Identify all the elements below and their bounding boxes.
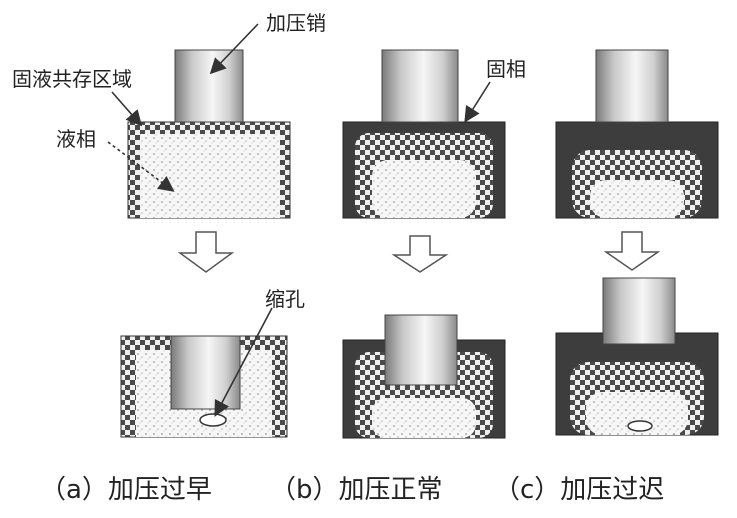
mushy-leader (111, 91, 143, 127)
panel-c-before (555, 49, 719, 219)
panel-c-after (555, 277, 719, 436)
pressure-pin (381, 49, 459, 123)
mushy-zone-label: 固液共存区域 (12, 67, 132, 91)
liquid-region (140, 134, 280, 218)
liquid-region (586, 392, 688, 435)
liquid-region (590, 180, 684, 218)
process-arrows (177, 231, 661, 273)
caption-b: （b）加压正常 (270, 475, 443, 505)
solid-label: 固相 (486, 57, 526, 81)
pressure-pin (602, 277, 676, 345)
down-arrow-icon (603, 231, 661, 271)
liquid-region (372, 398, 476, 438)
solid-leader (464, 81, 491, 123)
pin-label: 加压销 (266, 11, 326, 35)
pressure-pin (174, 49, 244, 123)
shrinkage-cavity (627, 420, 653, 432)
shrinkage-leader (214, 307, 273, 417)
pressure-pin (384, 314, 458, 386)
liquid-region (372, 160, 476, 218)
pin-leader (209, 23, 259, 75)
liquid-label: 液相 (56, 127, 96, 151)
panel-b-after (342, 314, 506, 439)
panel-a-after (120, 335, 288, 438)
down-arrow-icon (391, 235, 449, 273)
down-arrow-icon (177, 231, 235, 273)
shrinkage-label: 缩孔 (265, 287, 305, 311)
caption-a: （a）加压过早 (40, 475, 212, 505)
pressure-pin (595, 49, 669, 123)
liquid-leader (107, 141, 175, 192)
leader-lines (107, 23, 491, 417)
pressure-pin (170, 335, 241, 410)
panel-b-before (342, 49, 506, 219)
panel-a-before (127, 49, 291, 219)
shrinkage-cavity (199, 413, 227, 427)
caption-c: （c）加压过迟 (494, 475, 664, 505)
